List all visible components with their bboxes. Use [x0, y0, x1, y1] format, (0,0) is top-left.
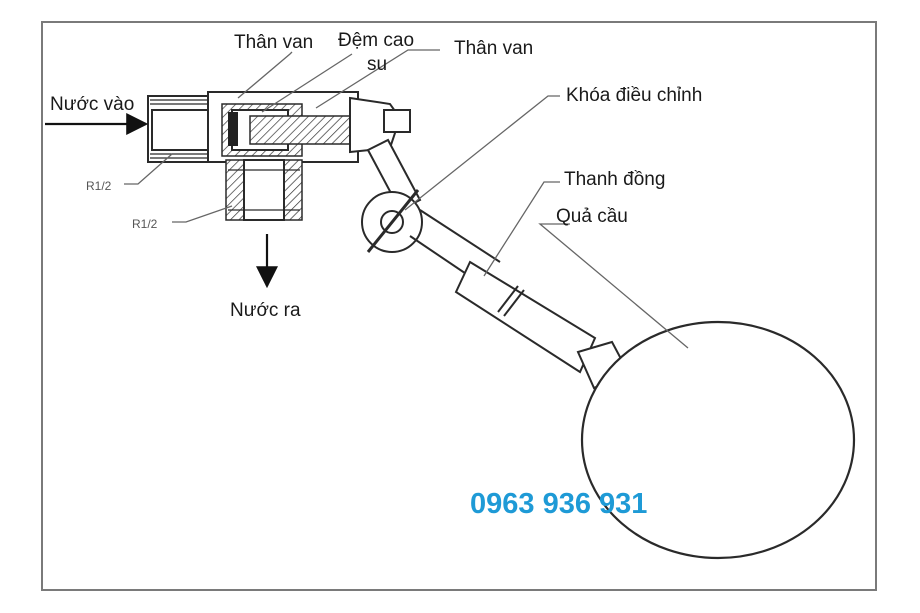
label-valve-body-left: Thân van — [234, 32, 313, 53]
rubber-gasket — [228, 112, 238, 146]
leader-lines — [124, 49, 689, 349]
label-ball: Quả cầu — [556, 206, 628, 227]
label-water-in: Nước vào — [50, 94, 134, 115]
label-rubber-gasket-2: su — [367, 54, 387, 75]
label-brass-rod: Thanh đồng — [564, 169, 665, 190]
label-adjust-lock: Khóa điều chỉnh — [566, 85, 702, 106]
valve-body — [147, 91, 411, 221]
lever-arm — [361, 138, 501, 291]
float-ball — [580, 320, 856, 560]
diagram-frame — [41, 21, 877, 591]
label-valve-body-right: Thân van — [454, 38, 533, 59]
label-thread-outlet: R1/2 — [132, 217, 158, 231]
label-rubber-gasket-1: Đệm cao — [338, 30, 414, 51]
label-water-out: Nước ra — [230, 300, 301, 321]
phone-number: 0963 936 931 — [470, 488, 647, 520]
label-thread-inlet: R1/2 — [86, 179, 112, 193]
brass-rod — [454, 260, 630, 390]
